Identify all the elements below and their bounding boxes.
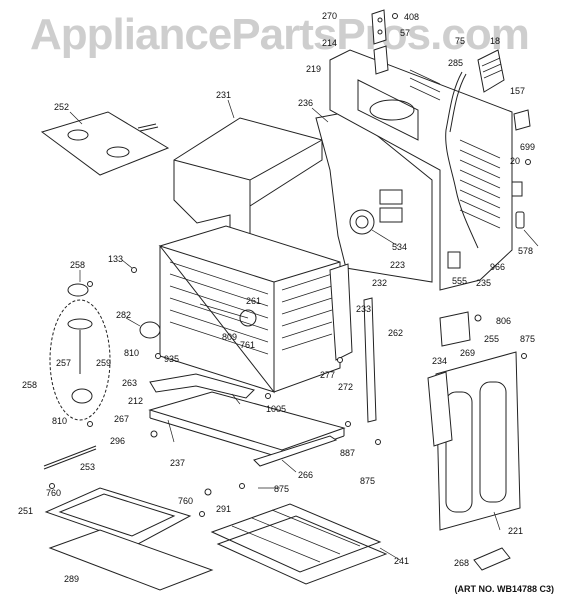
callout-806: 806 <box>496 316 511 326</box>
part-wire-harness[interactable] <box>445 71 479 249</box>
callout-236: 236 <box>298 98 313 108</box>
callout-262: 262 <box>388 328 403 338</box>
callout-269: 269 <box>460 348 475 358</box>
callout-887: 887 <box>340 448 355 458</box>
watermark-text: AppliancePartsPros.com <box>30 10 530 59</box>
callout-935: 935 <box>164 354 179 364</box>
callout-237: 237 <box>170 458 185 468</box>
callout-266: 266 <box>298 470 313 480</box>
part-small-vent[interactable] <box>477 49 505 93</box>
part-knob-282[interactable] <box>139 321 161 339</box>
part-oven-cavity[interactable] <box>158 225 341 394</box>
callout-221: 221 <box>508 526 523 536</box>
callout-231: 231 <box>216 90 231 100</box>
callout-966: 966 <box>490 262 505 272</box>
part-bottom-tray[interactable] <box>148 391 346 459</box>
callout-235: 235 <box>476 278 491 288</box>
part-top-bracket[interactable] <box>371 9 398 75</box>
part-rear-vented-panel[interactable] <box>329 49 513 291</box>
part-side-insulation[interactable] <box>329 263 353 361</box>
watermark-logo: AppliancePartsPros.com <box>30 10 530 60</box>
callout-259: 259 <box>96 358 111 368</box>
callout-57: 57 <box>400 28 410 38</box>
part-door-latch[interactable] <box>439 311 482 347</box>
callout-233: 233 <box>356 304 371 314</box>
part-578-cylinder[interactable] <box>515 211 525 229</box>
callout-257: 257 <box>56 358 71 368</box>
part-fuse[interactable] <box>511 159 531 197</box>
callout-232: 232 <box>372 278 387 288</box>
callout-20: 20 <box>510 156 520 166</box>
callout-157: 157 <box>510 86 525 96</box>
callout-223: 223 <box>390 260 405 270</box>
callout-875b: 875 <box>360 476 375 486</box>
part-element-assembly[interactable] <box>49 283 111 421</box>
callout-810a: 810 <box>124 348 139 358</box>
callout-251: 251 <box>18 506 33 516</box>
part-door-glass[interactable] <box>435 351 521 531</box>
callout-291: 291 <box>216 504 231 514</box>
part-cooktop-glass[interactable] <box>40 111 170 176</box>
callout-253: 253 <box>80 462 95 472</box>
callout-760a: 760 <box>46 488 61 498</box>
callout-810b: 810 <box>52 416 67 426</box>
callout-408: 408 <box>404 12 419 22</box>
callout-214: 214 <box>322 38 337 48</box>
callout-labels: 270 408 214 57 75 18 219 285 157 252 231… <box>18 11 535 584</box>
part-bottom-pan[interactable] <box>48 529 214 591</box>
callout-18: 18 <box>490 36 500 46</box>
part-263-bar[interactable] <box>149 373 255 399</box>
callout-252: 252 <box>54 102 69 112</box>
callout-258b: 258 <box>22 380 37 390</box>
callout-875c: 875 <box>274 484 289 494</box>
callout-258a: 258 <box>70 260 85 270</box>
callout-255: 255 <box>484 334 499 344</box>
callout-272: 272 <box>338 382 353 392</box>
part-hinge[interactable] <box>473 547 511 571</box>
callout-75: 75 <box>455 36 465 46</box>
art-number-caption: (ART NO. WB14788 C3) <box>454 584 554 594</box>
callout-1005: 1005 <box>266 404 286 414</box>
callout-760b: 760 <box>178 496 193 506</box>
callout-282: 282 <box>116 310 131 320</box>
callout-578: 578 <box>518 246 533 256</box>
callout-270: 270 <box>322 11 337 21</box>
callout-leader-lines <box>69 99 539 561</box>
callout-241: 241 <box>394 556 409 566</box>
callout-133: 133 <box>108 254 123 264</box>
callout-699: 699 <box>520 142 535 152</box>
callout-212: 212 <box>128 396 143 406</box>
part-234-panel[interactable] <box>427 371 453 447</box>
callout-234: 234 <box>432 356 447 366</box>
part-262-strip[interactable] <box>363 297 377 423</box>
callout-219: 219 <box>306 64 321 74</box>
part-555[interactable] <box>447 251 461 269</box>
part-rod-253[interactable] <box>43 445 97 470</box>
callout-875a: 875 <box>520 334 535 344</box>
callout-277: 277 <box>320 370 335 380</box>
callout-268: 268 <box>454 558 469 568</box>
callout-289: 289 <box>64 574 79 584</box>
callout-261: 261 <box>246 296 261 306</box>
callout-761: 761 <box>240 340 255 350</box>
callout-296: 296 <box>110 436 125 446</box>
callout-809: 809 <box>222 332 237 342</box>
callout-263: 263 <box>122 378 137 388</box>
part-oven-racks[interactable] <box>210 503 388 585</box>
part-broil-element[interactable] <box>44 487 192 545</box>
part-fasteners[interactable] <box>49 267 527 517</box>
callout-555: 555 <box>452 276 467 286</box>
callout-534: 534 <box>392 242 407 252</box>
part-trim-strip[interactable] <box>253 435 338 467</box>
callout-267: 267 <box>114 414 129 424</box>
callout-285: 285 <box>448 58 463 68</box>
part-bracket-157[interactable] <box>513 109 531 131</box>
